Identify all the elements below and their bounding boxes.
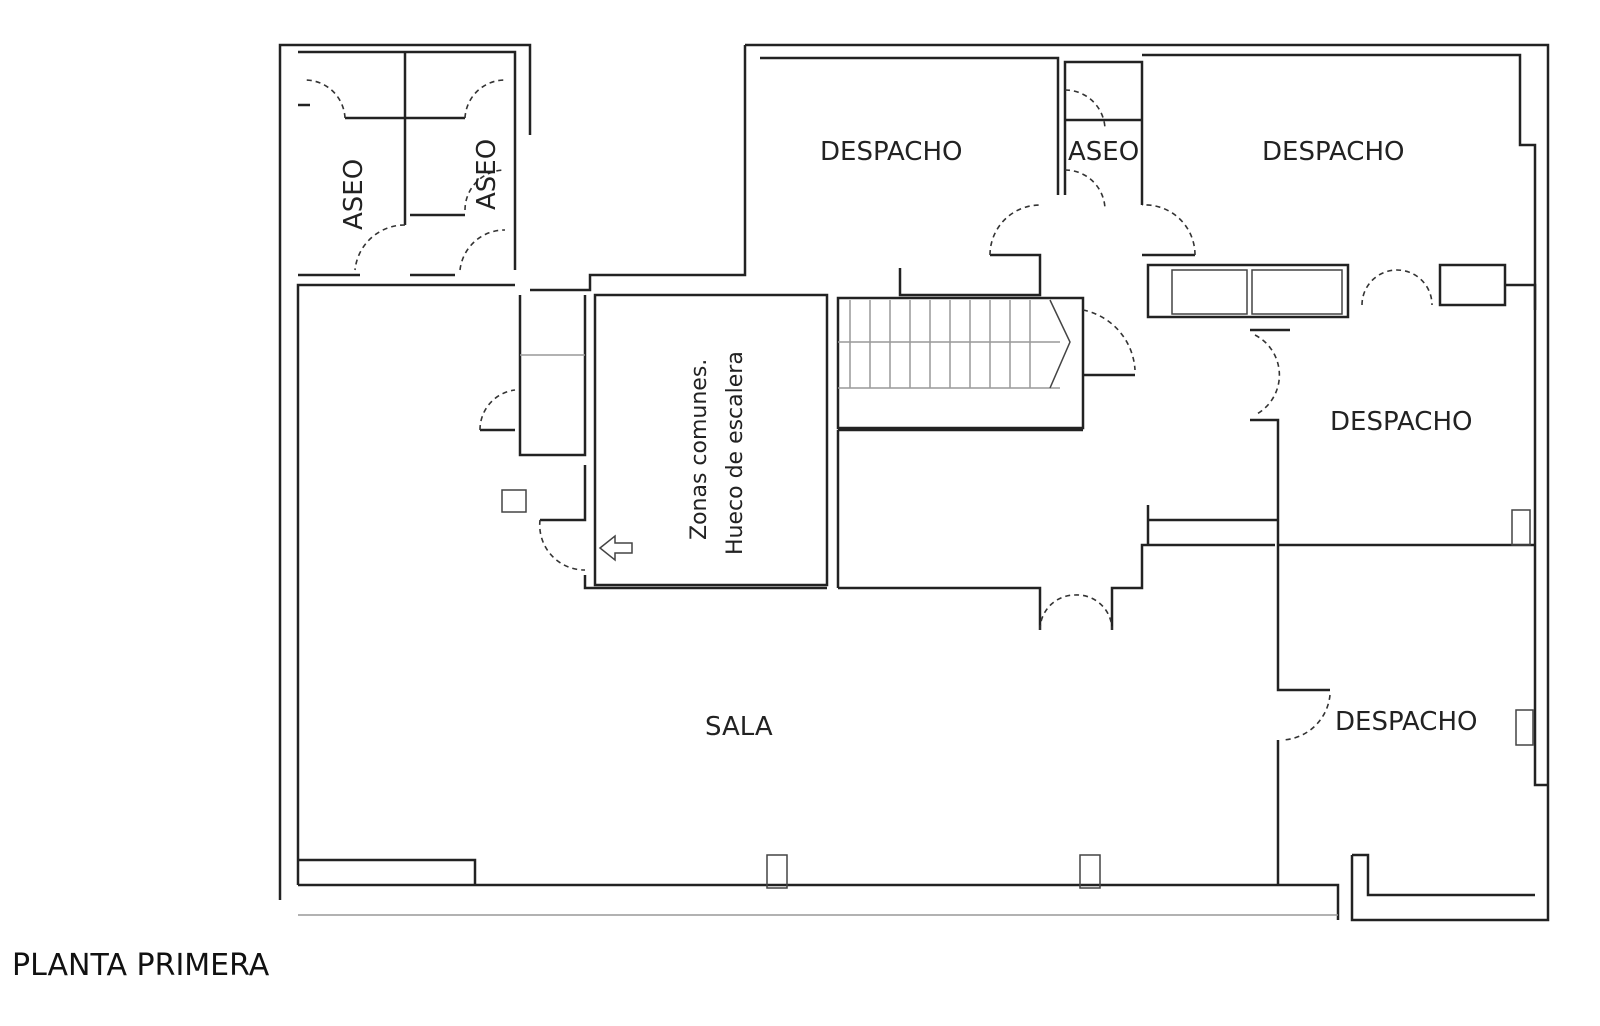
outer-walls [278, 43, 1550, 922]
room-label-aseo: ASEO [1068, 137, 1139, 167]
despacho-walls [1146, 263, 1537, 885]
room-label-despacho: DESPACHO [1335, 707, 1477, 737]
stair-label-line1: Zonas comunes. [687, 359, 712, 540]
plan-title: PLANTA PRIMERA [12, 948, 270, 983]
room-label-sala: SALA [705, 712, 773, 742]
room-label-aseo: ASEO [472, 139, 502, 210]
aseo-walls-right [1063, 60, 1144, 211]
stair-core [479, 204, 1275, 631]
aseo-walls-left [298, 52, 506, 277]
room-label-aseo: ASEO [339, 159, 369, 230]
room-label-despacho: DESPACHO [1262, 137, 1404, 167]
stair-label-line2: Hueco de escalera [723, 351, 748, 555]
room-label-despacho: DESPACHO [1330, 407, 1472, 437]
room-label-despacho: DESPACHO [820, 137, 962, 167]
